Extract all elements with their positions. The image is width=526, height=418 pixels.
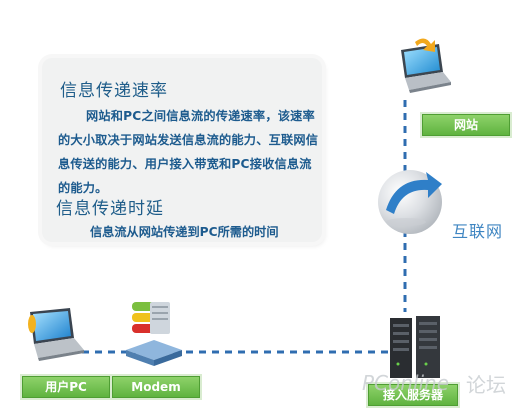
modem-icon	[126, 302, 182, 366]
transfer-delay-description: 信息流从网站传递到PC所需的时间	[90, 225, 279, 239]
transfer-rate-description: 网站和PC之间信息流的传递速率，该速率的大小取决于网站发送信息流的能力、互联网信…	[58, 109, 319, 195]
heading-transfer-rate: 信息传递速率	[60, 81, 168, 101]
user-pc-label: 用户PC	[22, 376, 110, 398]
svg-text:论坛: 论坛	[466, 373, 506, 397]
server-rack-icon	[390, 316, 440, 378]
laptop-website-icon	[401, 38, 451, 93]
pconline-watermark: PConline 论坛	[362, 371, 506, 397]
heading-transfer-delay: 信息传递时延	[56, 199, 164, 219]
website-label: 网站	[422, 114, 510, 136]
internet-globe-icon	[378, 170, 442, 234]
info-panel	[42, 58, 322, 242]
access-server-label: 接入服务器	[368, 384, 458, 406]
laptop-user-icon	[28, 308, 84, 361]
modem-label: Modem	[112, 376, 200, 398]
internet-label: 互联网	[452, 222, 504, 241]
svg-text:PConline: PConline	[362, 371, 449, 395]
